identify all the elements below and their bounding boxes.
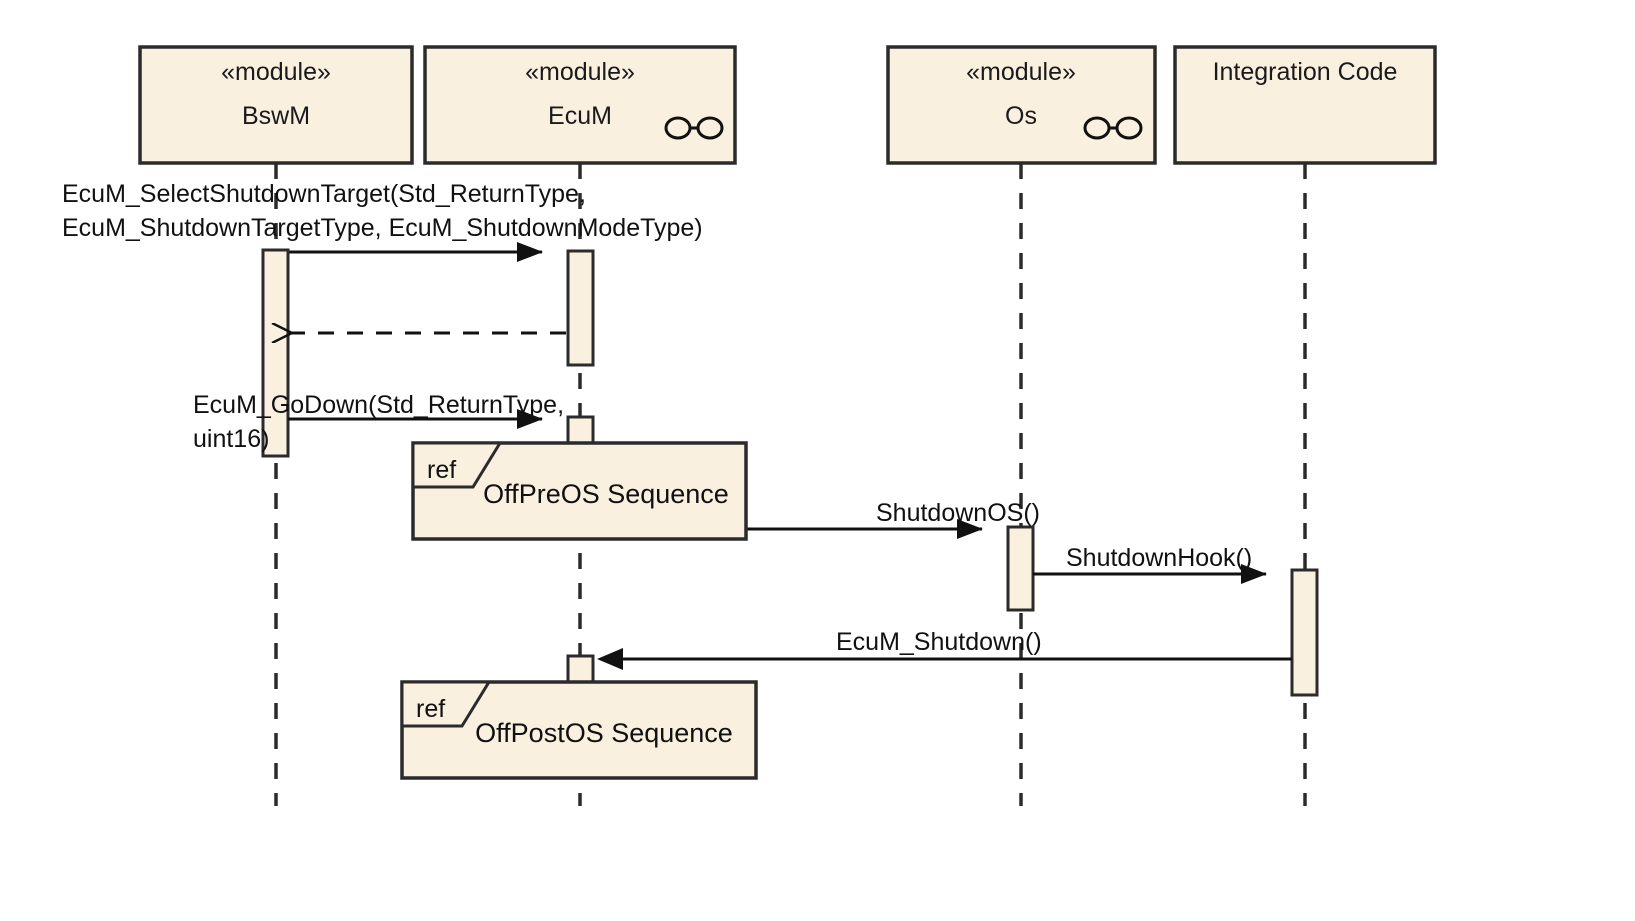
message-label-select-shutdown-target-line1: EcuM_SelectShutdownTarget(Std_ReturnType… (62, 180, 586, 208)
lifeline-stereotype-os: «module» (966, 58, 1076, 86)
fragment-operator-tab-offpostos (400, 680, 492, 728)
lifeline-head-integration-code[interactable]: Integration Code (1173, 45, 1437, 165)
message-ecum-shutdown[interactable]: EcuM_Shutdown() (597, 628, 1292, 670)
message-shutdownhook[interactable]: ShutdownHook() (1033, 544, 1267, 584)
lifeline-box-bswm (138, 45, 414, 165)
lifeline-box-os (886, 45, 1157, 165)
message-label-godown-line1: EcuM_GoDown(Std_ReturnType, (193, 391, 564, 419)
message-label-shutdownos: ShutdownOS() (876, 499, 1040, 527)
fragment-name-offpreos: OffPreOS Sequence (483, 479, 729, 509)
message-godown[interactable]: EcuM_GoDown(Std_ReturnType, uint16) (193, 391, 564, 453)
fragment-name-offpostos: OffPostOS Sequence (475, 718, 733, 748)
message-label-select-shutdown-target-line2: EcuM_ShutdownTargetType, EcuM_ShutdownMo… (62, 214, 703, 242)
lifeline-head-os[interactable]: «module» Os (886, 45, 1157, 165)
message-label-godown-line2: uint16) (193, 425, 269, 453)
provided-interface-icon (664, 116, 724, 140)
lifeline-head-bswm[interactable]: «module» BswM (138, 45, 414, 165)
lifeline-name-integration-code: Integration Code (1213, 58, 1398, 86)
fragment-operator-label-offpreos: ref (427, 456, 456, 484)
lifeline-head-ecum[interactable]: «module» EcuM (423, 45, 737, 165)
lifeline-box-ecum (423, 45, 737, 165)
activation-bar-bswm-1 (261, 248, 290, 458)
lifeline-box-integration-code (1173, 45, 1437, 165)
lifeline-stereotype-bswm: «module» (221, 58, 331, 86)
activation-bar-integration-1 (1290, 568, 1319, 697)
message-label-ecum-shutdown: EcuM_Shutdown() (836, 628, 1042, 656)
fragment-ref-offpostos[interactable]: ref OffPostOS Sequence (400, 680, 758, 780)
activation-bar-ecum-1 (566, 249, 595, 367)
message-arrowhead-ecum-shutdown (597, 648, 623, 670)
fragment-operator-label-offpostos: ref (416, 695, 445, 723)
activation-bar-ecum-3 (566, 654, 595, 684)
message-select-shutdown-target[interactable]: EcuM_SelectShutdownTarget(Std_ReturnType… (62, 180, 703, 262)
activation-bar-ecum-2 (566, 415, 595, 445)
provided-interface-icon (1083, 116, 1143, 140)
fragment-ref-offpreos[interactable]: ref OffPreOS Sequence (411, 441, 748, 541)
lifeline-name-bswm: BswM (242, 102, 310, 130)
lifeline-stereotype-ecum: «module» (525, 58, 635, 86)
message-shutdownos[interactable]: ShutdownOS() (746, 499, 1040, 539)
lifeline-name-os: Os (1005, 102, 1037, 130)
lifeline-name-ecum: EcuM (548, 102, 612, 130)
message-label-shutdownhook: ShutdownHook() (1066, 544, 1252, 572)
fragment-operator-tab-offpreos (411, 441, 503, 489)
activation-bar-os-1 (1006, 525, 1035, 612)
